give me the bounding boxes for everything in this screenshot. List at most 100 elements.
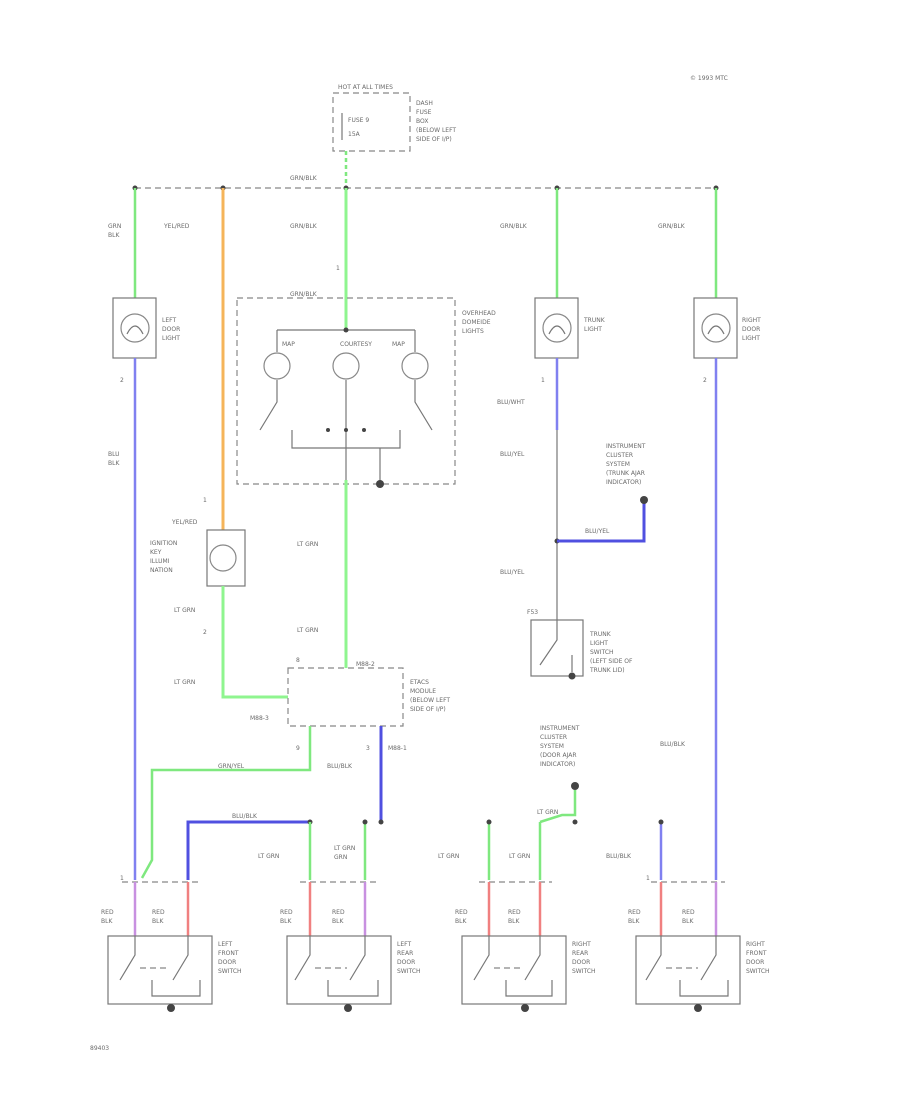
etacs-module: M88-2 M88-3 M88-1 ETACS MODULE (BELOW LE… bbox=[250, 661, 450, 752]
ic2-l2: CLUSTER bbox=[540, 734, 567, 741]
lf-w1a: RED bbox=[101, 909, 114, 916]
page-id-label: 89403 bbox=[90, 1045, 109, 1052]
trunk-light-l1: TRUNK bbox=[583, 317, 606, 324]
fuse-box-label-5: SIDE OF I/P) bbox=[416, 136, 452, 143]
right-door-light-l3: LIGHT bbox=[742, 335, 760, 342]
wire-lt-grn-b4: LT GRN bbox=[509, 853, 530, 860]
overhead-label-1: OVERHEAD bbox=[462, 310, 496, 317]
lr-n3: DOOR bbox=[397, 959, 415, 966]
trunk-switch-l5: TRUNK LID) bbox=[589, 667, 625, 674]
wire-blu-yel-1: BLU/YEL bbox=[500, 451, 525, 458]
rf-n2: FRONT bbox=[746, 950, 767, 957]
fuse-box-label-4: (BELOW LEFT bbox=[416, 127, 456, 134]
pin-etacs-8: 8 bbox=[296, 657, 300, 664]
pin-etacs-3: 3 bbox=[366, 745, 370, 752]
etacs-conn-1: M88-2 bbox=[356, 661, 375, 668]
wire-lt-grn-b2b: GRN bbox=[334, 854, 347, 861]
right-door-light-l2: DOOR bbox=[742, 326, 760, 333]
instrument-cluster-trunk: INSTRUMENT CLUSTER SYSTEM (TRUNK AJAR IN… bbox=[606, 443, 646, 486]
wire-lt-grn-ign-2: LT GRN bbox=[174, 679, 195, 686]
lr-w1a: RED bbox=[280, 909, 293, 916]
etacs-label-4: SIDE OF I/P) bbox=[410, 706, 446, 713]
etacs-label-2: MODULE bbox=[410, 688, 436, 695]
trunk-light-l2: LIGHT bbox=[584, 326, 602, 333]
overhead-in-label: GRN/BLK bbox=[290, 291, 318, 298]
wire-lt-grn-b2: LT GRN bbox=[334, 845, 355, 852]
rf-n3: DOOR bbox=[746, 959, 764, 966]
right-door-light-l1: RIGHT bbox=[742, 317, 761, 324]
ign-label-1: IGNITION bbox=[150, 540, 177, 547]
pin-trunk-1: 1 bbox=[541, 377, 545, 384]
pin-ign-2: 2 bbox=[203, 629, 207, 636]
trunk-switch-l1: TRUNK bbox=[589, 631, 612, 638]
right-rear-door-switch: RED BLK RED BLK RIGHT REAR DOOR SWITCH bbox=[455, 909, 596, 1012]
ic2-l1: INSTRUMENT bbox=[540, 725, 580, 732]
wire-lt-grn-center-2: LT GRN bbox=[297, 627, 318, 634]
wire-blu-left-1: BLU bbox=[108, 451, 120, 458]
overhead-lights: GRN/BLK OVERHEAD DOMEIDE LIGHTS MAP COUR… bbox=[236, 291, 496, 488]
lf-w2a: RED bbox=[152, 909, 165, 916]
wire-blu-yel-3: BLU/YEL bbox=[500, 569, 525, 576]
right-front-door-switch: RED BLK RED BLK RIGHT FRONT DOOR SWITCH bbox=[628, 909, 770, 1012]
wire-blu-left-2: BLK bbox=[108, 460, 120, 467]
ic2-l4: (DOOR AJAR bbox=[540, 752, 577, 759]
wire-blu-blk-switch: BLU/BLK bbox=[232, 813, 258, 820]
wire-blu-blk-far: BLU/BLK bbox=[606, 853, 632, 860]
rf-w2a: RED bbox=[682, 909, 695, 916]
lr-w2a: RED bbox=[332, 909, 345, 916]
copyright-label: © 1993 MTC bbox=[690, 75, 728, 82]
lr-w2b: BLK bbox=[332, 918, 344, 925]
left-front-door-switch: RED BLK RED BLK LEFT FRONT DOOR SWITCH bbox=[101, 909, 242, 1012]
lr-n2: REAR bbox=[397, 950, 413, 957]
fuse-box-label-3: BOX bbox=[416, 118, 428, 125]
lf-n2: FRONT bbox=[218, 950, 239, 957]
wire-blu-yel-2: BLU/YEL bbox=[585, 528, 610, 535]
overhead-map-1: MAP bbox=[282, 341, 295, 348]
wire-grn-blk-mid: GRN/BLK bbox=[290, 223, 318, 230]
ic2-l3: SYSTEM bbox=[540, 743, 564, 750]
wire-lt-grn-b3: LT GRN bbox=[438, 853, 459, 860]
trunk-switch-l2: LIGHT bbox=[590, 640, 608, 647]
wire-trunk-top: GRN/BLK bbox=[500, 223, 528, 230]
pin-left-2: 2 bbox=[120, 377, 124, 384]
lf-n3: DOOR bbox=[218, 959, 236, 966]
rr-n1: RIGHT bbox=[572, 941, 591, 948]
fuse-box-label-1: DASH bbox=[416, 100, 433, 107]
overhead-label-3: LIGHTS bbox=[462, 328, 484, 335]
left-rear-door-switch: RED BLK RED BLK LEFT REAR DOOR SWITCH bbox=[280, 909, 421, 1012]
fuse-rating: 15A bbox=[348, 131, 361, 138]
ic1-l1: INSTRUMENT bbox=[606, 443, 646, 450]
pin-rf-1: 1 bbox=[646, 875, 650, 882]
ic1-l3: SYSTEM bbox=[606, 461, 630, 468]
ignition-key-light: YEL/RED IGNITION KEY ILLUMI NATION 1 2 bbox=[150, 497, 246, 636]
wire-lt-grn-center-1: LT GRN bbox=[297, 541, 318, 548]
fuse-box: HOT AT ALL TIMES FUSE 9 15A DASH FUSE BO… bbox=[332, 84, 456, 152]
pin-right-2: 2 bbox=[703, 377, 707, 384]
wire-left-blk: BLK bbox=[108, 232, 120, 239]
fuse-hot-label: HOT AT ALL TIMES bbox=[338, 84, 393, 91]
etacs-label-1: ETACS bbox=[410, 679, 429, 686]
rf-w2b: BLK bbox=[682, 918, 694, 925]
lr-w1b: BLK bbox=[280, 918, 292, 925]
rf-n1: RIGHT bbox=[746, 941, 765, 948]
right-door-light: RIGHT DOOR LIGHT bbox=[693, 297, 761, 359]
rr-n3: DOOR bbox=[572, 959, 590, 966]
overhead-map-2: MAP bbox=[392, 341, 405, 348]
lr-n4: SWITCH bbox=[397, 968, 421, 975]
rr-w2b: BLK bbox=[508, 918, 520, 925]
rr-n2: REAR bbox=[572, 950, 588, 957]
wire-yel-red-top: YEL/RED bbox=[163, 223, 190, 230]
rf-n4: SWITCH bbox=[746, 968, 770, 975]
ic1-l5: INDICATOR) bbox=[606, 479, 641, 486]
etacs-conn-2: M88-3 bbox=[250, 715, 269, 722]
lf-n1: LEFT bbox=[218, 941, 232, 948]
ign-label-2: KEY bbox=[150, 549, 162, 556]
fuse-box-label-2: FUSE bbox=[416, 109, 432, 116]
fuse-name: FUSE 9 bbox=[348, 117, 369, 124]
wire-blu-wht: BLU/WHT bbox=[497, 399, 525, 406]
ign-yelred: YEL/RED bbox=[171, 519, 198, 526]
left-door-light: LEFT DOOR LIGHT bbox=[112, 297, 180, 359]
instrument-cluster-door: INSTRUMENT CLUSTER SYSTEM (DOOR AJAR IND… bbox=[540, 725, 580, 768]
wire-blu-blk-etacs: BLU/BLK bbox=[327, 763, 353, 770]
